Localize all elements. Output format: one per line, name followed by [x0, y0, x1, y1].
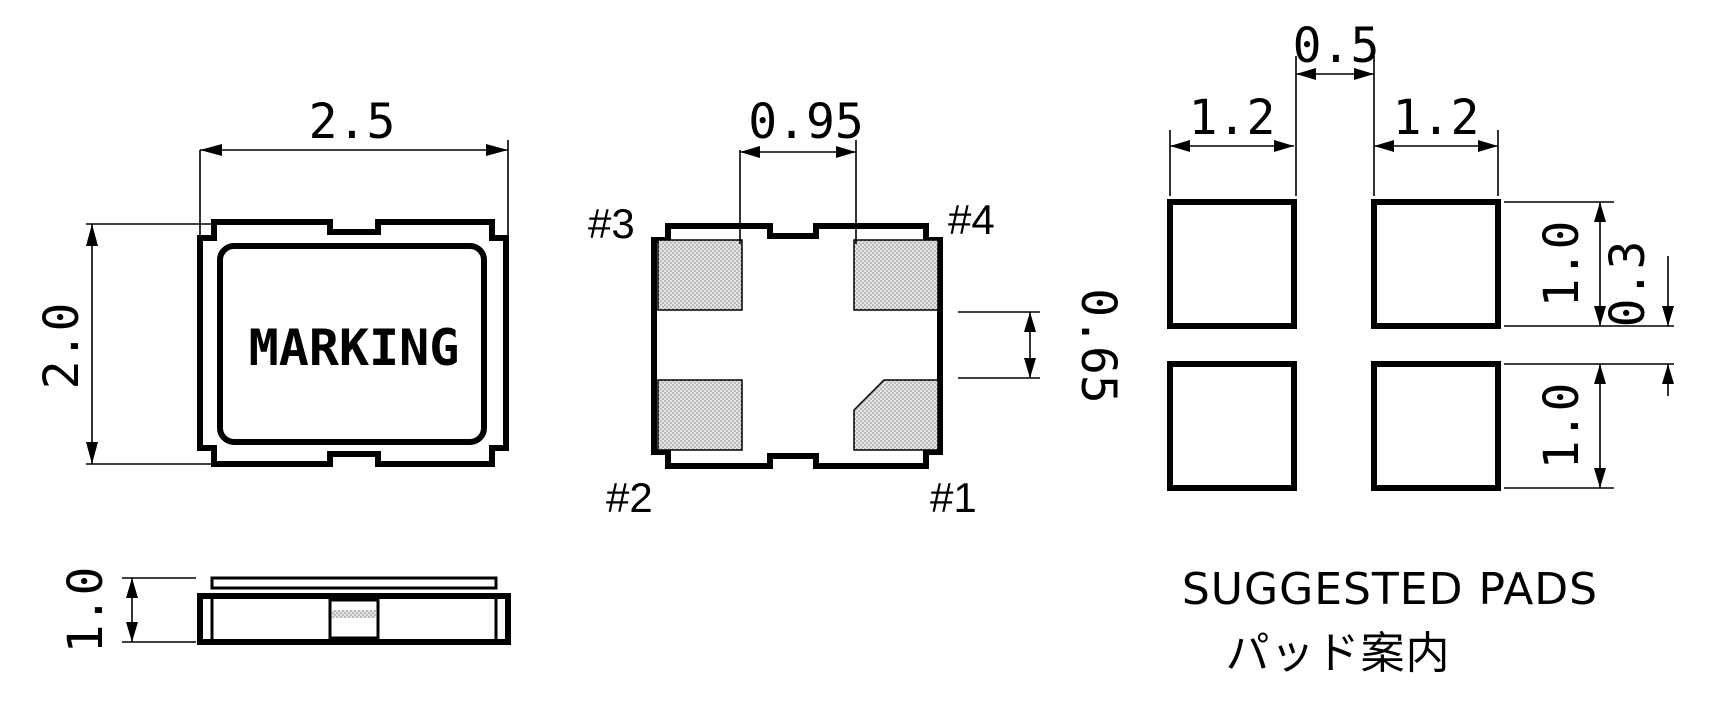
dim-thickness-label: 1.0: [58, 567, 114, 654]
pad-3: [657, 239, 743, 311]
arrowhead: [1594, 306, 1606, 326]
arrowhead: [1662, 306, 1674, 326]
dim-gap-y-label: 0.3: [1600, 241, 1656, 328]
arrowhead: [1594, 364, 1606, 384]
arrowhead: [1594, 202, 1606, 222]
caption-suggested-pads: SUGGESTED PADS: [1182, 564, 1598, 615]
dim-width-label: 2.5: [309, 94, 396, 150]
pin-label-2: #2: [606, 474, 653, 521]
pin-label-3: #3: [588, 200, 635, 247]
caption-pads-japanese: パッド案内: [1226, 628, 1451, 679]
side-notch: [328, 598, 380, 640]
suggested-pad-top-right: [1371, 199, 1501, 329]
arrowhead: [126, 622, 138, 642]
suggested-pad-top-left: [1167, 199, 1297, 329]
arrowhead: [200, 144, 222, 156]
arrowhead: [1170, 140, 1190, 152]
pin-label-1: #1: [930, 474, 977, 521]
bottom-view: #3 #4 #2 #1 0.95 0.65: [588, 94, 1126, 521]
arrowhead: [126, 578, 138, 598]
arrowhead: [1024, 358, 1036, 378]
dim-pitch-label: 0.95: [748, 94, 864, 150]
top-body-outline: [197, 219, 509, 467]
arrowhead: [740, 146, 760, 158]
dim-pad-h-bottom-label: 1.0: [1534, 383, 1590, 470]
dim-height-label: 2.0: [34, 303, 90, 390]
arrowhead: [486, 144, 508, 156]
top-lid: [217, 243, 487, 445]
dim-pad-w-left-label: 1.2: [1189, 90, 1276, 146]
dim-gap-x-label: 0.5: [1293, 18, 1380, 74]
arrowhead: [1478, 140, 1498, 152]
side-view: 1.0: [58, 567, 511, 654]
side-body: [197, 593, 511, 645]
side-lid: [210, 576, 498, 590]
top-view: MARKING 2.5 2.0: [34, 94, 509, 467]
pad-2: [657, 379, 743, 451]
dim-pad-h-top-label: 1.0: [1534, 221, 1590, 308]
pin-label-4: #4: [948, 196, 995, 243]
arrowhead: [86, 442, 98, 464]
marking-text: MARKING: [249, 319, 460, 377]
arrowhead: [1374, 140, 1394, 152]
suggested-pads: 0.5 1.2 1.2 1.0 0.3 1.0 SUGGES: [1167, 18, 1674, 679]
arrowhead: [1662, 364, 1674, 384]
pad-4: [853, 239, 939, 311]
arrowhead: [86, 224, 98, 246]
arrowhead: [1274, 140, 1294, 152]
bottom-body-outline: [651, 223, 943, 469]
suggested-pad-bottom-left: [1167, 361, 1297, 491]
suggested-pad-bottom-right: [1371, 361, 1501, 491]
side-electrode: [332, 610, 376, 618]
arrowhead: [836, 146, 856, 158]
pad-1: [853, 379, 939, 451]
arrowhead: [1354, 68, 1374, 80]
arrowhead: [1594, 468, 1606, 488]
dim-gap-label: 0.65: [1070, 288, 1126, 404]
arrowhead: [1296, 68, 1316, 80]
arrowhead: [1024, 312, 1036, 332]
dim-pad-w-right-label: 1.2: [1393, 90, 1480, 146]
